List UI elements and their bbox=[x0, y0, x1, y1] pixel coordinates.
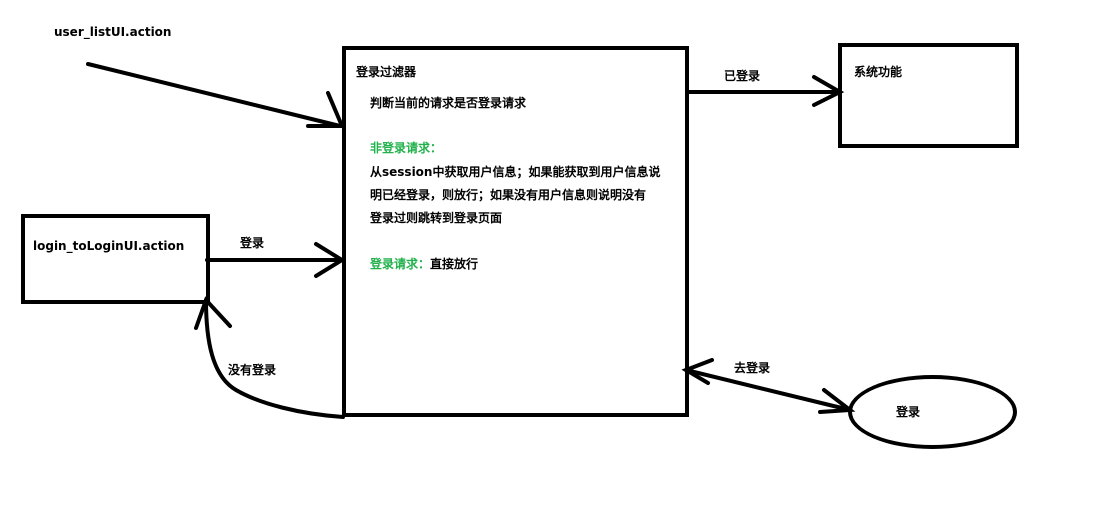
login-filter-box: 登录过滤器 判断当前的请求是否登录请求 非登录请求： 从session中获取用户… bbox=[342, 46, 689, 417]
filter-title: 登录过滤器 bbox=[356, 65, 417, 79]
arrow-user-list-to-filter bbox=[86, 62, 346, 128]
filter-check-line: 判断当前的请求是否登录请求 bbox=[370, 96, 527, 110]
login-to-login-action-label: login_toLoginUI.action bbox=[33, 239, 185, 253]
filter-non-login-label: 非登录请求： bbox=[370, 141, 443, 155]
arrow-filter-back-to-login bbox=[194, 296, 345, 419]
login-ellipse-label: 登录 bbox=[896, 405, 921, 419]
edge-label-login: 登录 bbox=[240, 236, 265, 250]
edge-label-logged-in: 已登录 bbox=[724, 69, 761, 83]
arrow-filter-to-system bbox=[686, 75, 845, 107]
filter-login-line: 登录请求：直接放行 bbox=[370, 256, 478, 272]
filter-non-login-desc-1: 从session中获取用户信息；如果能获取到用户信息说 bbox=[370, 165, 661, 179]
edge-label-go-login: 去登录 bbox=[734, 361, 771, 375]
login-ellipse: 登录 bbox=[848, 375, 1017, 449]
user-list-action-label: user_listUI.action bbox=[54, 25, 172, 39]
login-to-login-action-box: login_toLoginUI.action bbox=[21, 214, 210, 304]
system-function-box: 系统功能 bbox=[838, 43, 1019, 148]
filter-login-label: 登录请求： bbox=[370, 257, 431, 271]
filter-non-login-desc-2: 明已经登录，则放行；如果没有用户信息则说明没有 bbox=[370, 188, 647, 202]
edge-label-not-logged-in: 没有登录 bbox=[228, 363, 277, 377]
filter-non-login-desc-3: 登录过则跳转到登录页面 bbox=[370, 211, 503, 225]
system-function-label: 系统功能 bbox=[854, 65, 903, 79]
arrow-login-to-filter bbox=[205, 242, 346, 278]
filter-login-desc: 直接放行 bbox=[430, 257, 479, 271]
